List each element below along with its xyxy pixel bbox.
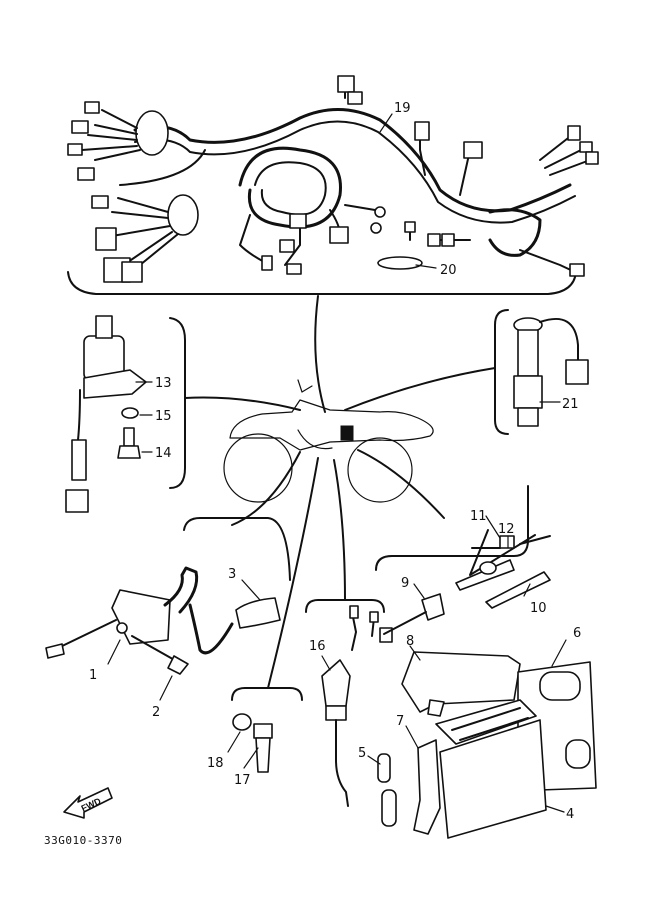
callout-9: 9 [401, 576, 409, 591]
callout-13: 13 [155, 376, 172, 391]
callout-4: 4 [566, 807, 574, 822]
callout-16: 16 [309, 639, 326, 654]
diagram-code: 33G010-3370 [44, 834, 122, 847]
callout-20: 20 [440, 263, 457, 278]
part-9-12-group: 11 12 9 10 [375, 485, 551, 635]
callout-6: 6 [573, 626, 581, 641]
battery-group: 8 6 7 5 4 [358, 626, 597, 839]
main-switch-group: 13 15 14 [65, 315, 186, 513]
callout-8: 8 [406, 634, 414, 649]
callout-5: 5 [358, 746, 366, 761]
callout-12: 12 [498, 522, 515, 537]
ignition-coil-group: 1 2 3 [45, 517, 291, 720]
part-21-group: 21 [494, 309, 589, 435]
callout-15: 15 [155, 409, 172, 424]
forward-direction-arrow-icon: FWD [63, 787, 113, 819]
part-16-group: 16 [305, 599, 393, 807]
group-leader-lines [184, 295, 496, 689]
wire-harness-assembly: 19 20 [67, 75, 599, 295]
callout-11: 11 [470, 509, 487, 524]
callout-18: 18 [207, 756, 224, 771]
callout-1: 1 [89, 668, 97, 683]
callout-10: 10 [530, 601, 547, 616]
part-17-18-group: 18 17 [207, 687, 303, 788]
callout-3: 3 [228, 567, 236, 582]
callout-21: 21 [562, 397, 579, 412]
callout-19: 19 [394, 101, 411, 116]
callout-7: 7 [396, 714, 404, 729]
callout-14: 14 [155, 446, 172, 461]
callout-2: 2 [152, 705, 160, 720]
callout-17: 17 [234, 773, 251, 788]
motorcycle-silhouette [223, 379, 434, 503]
